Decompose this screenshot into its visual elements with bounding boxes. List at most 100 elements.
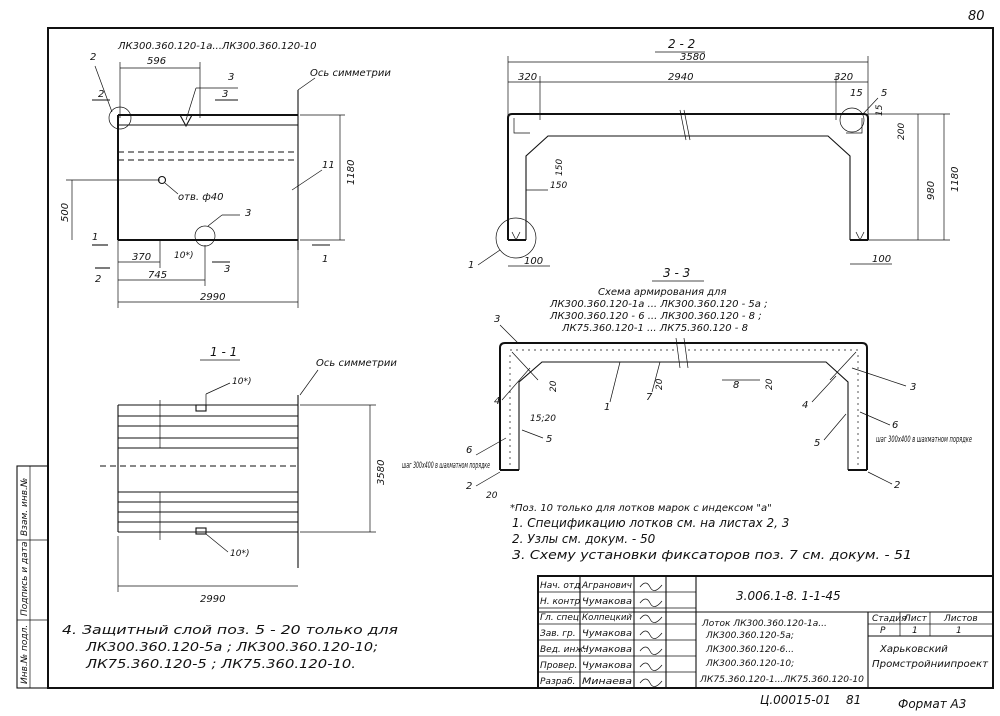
note-4-line3: ЛК75.360.120-5 ; ЛК75.360.120-10. — [85, 657, 356, 671]
title-org-2: Промстройниипроект — [872, 659, 989, 670]
side-stamp-2: Подпись и дата — [20, 541, 30, 616]
note-1: 1. Спецификацию лотков см. на листах 2, … — [512, 516, 789, 530]
title-sheet: 1 — [912, 626, 918, 636]
sec33-title: 3 - 3 — [663, 266, 690, 280]
sec33-heading: Схема армирования для — [598, 287, 726, 298]
plan-mark-3-top: 3 — [228, 72, 234, 83]
signature-mark — [639, 646, 663, 655]
sec22-dim-100-right: 100 — [872, 254, 891, 265]
sec33-mark-2-left: 2 — [466, 481, 472, 492]
sec33-step-left: шаг 300х400 в шахматном порядке — [402, 461, 490, 471]
sec33-mark-4-right: 4 — [802, 400, 808, 411]
section-1-1: 1 - 1 Ось симметрии 10*) 10*) 3580 2990 — [100, 345, 397, 605]
sec33-mark-5-right: 5 — [814, 438, 820, 449]
sec11-mark-10star-bottom: 10*) — [230, 549, 249, 559]
note-2: 2. Узлы см. докум. - 50 — [512, 532, 656, 546]
plan-view: ЛК300.360.120-1а...ЛК300.360.120-10 Ось … — [60, 41, 391, 308]
title-name: Колпецкий — [582, 613, 632, 623]
plan-mark-3-bottom: 3 — [224, 264, 230, 275]
signature-mark — [639, 678, 663, 687]
title-name: Минаева — [582, 677, 632, 687]
sec33-mark-5-left: 5 — [546, 434, 552, 445]
title-role: Нач. отд — [540, 581, 580, 591]
sec22-dim-320-left: 320 — [518, 72, 537, 83]
signature-mark — [639, 614, 663, 623]
title-sheets-header: Листов — [943, 614, 978, 624]
sec11-symmetry-axis: Ось симметрии — [316, 358, 397, 369]
sec22-dim-15-a: 15 — [850, 88, 863, 99]
sec22-dim-15-b: 15 — [875, 104, 885, 116]
sec33-mark-20-b: 20 — [655, 378, 665, 390]
title-desc-5: ЛК75.360.120-1...ЛК75.360.120-10 — [699, 675, 864, 685]
sec33-mark-3-right: 3 — [910, 382, 916, 393]
title-sheets: 1 — [956, 626, 962, 636]
sec11-dim-2990: 2990 — [200, 594, 225, 605]
sec22-dim-150-b: 150 — [550, 181, 567, 191]
title-desc-1: Лоток ЛК300.360.120-1а... — [701, 619, 827, 629]
side-stamp: Инв.№ подл. Подпись и дата Взам. инв.№ — [16, 465, 49, 689]
sec22-dim-1180: 1180 — [950, 167, 961, 192]
title-name: Чумакова — [582, 661, 632, 671]
title-name: Чумакова — [582, 629, 632, 639]
sec22-dim-980: 980 — [926, 181, 937, 200]
sec33-line1: ЛК300.360.120-1а ... ЛК300.360.120 - 5а … — [549, 299, 767, 310]
sec33-mark-7: 7 — [646, 392, 653, 403]
section-2-2: 2 - 2 3580 320 2940 320 5 15 15 200 980 — [468, 37, 961, 271]
sec22-mark-1: 1 — [468, 260, 474, 271]
plan-dim-745: 745 — [148, 270, 167, 281]
plan-dim-2990: 2990 — [200, 292, 225, 303]
sec33-line2: ЛК300.360.120 - 6 ... ЛК300.360.120 - 8 … — [549, 311, 762, 322]
plan-mark-2-lower: 2 — [95, 274, 101, 285]
signature-mark — [639, 598, 663, 607]
sec33-mark-15-20: 15;20 — [530, 414, 556, 424]
title-role: Вед. инж. — [540, 645, 586, 655]
sec11-title: 1 - 1 — [210, 345, 237, 359]
plan-mark-11: 11 — [322, 160, 335, 171]
title-name: Агранович — [581, 581, 632, 591]
title-role: Гл. спец — [540, 613, 579, 623]
sec22-dim-150-a: 150 — [555, 159, 565, 176]
title-role: Разраб. — [540, 677, 575, 687]
sec22-dim-2940: 2940 — [668, 72, 693, 83]
notes: *Поз. 10 только для лотков марок с индек… — [62, 503, 912, 671]
signature-mark — [639, 662, 663, 671]
sec33-mark-20-d: 20 — [486, 491, 498, 501]
plan-dim-1180: 1180 — [346, 160, 357, 185]
footer-code: Ц.00015-01 — [760, 693, 831, 707]
sheet-frame — [47, 27, 994, 689]
sec22-dim-200: 200 — [897, 123, 907, 140]
title-name: Чумакова — [582, 645, 632, 655]
sec33-step-right: шаг 300х400 в шахматном порядке — [876, 435, 972, 445]
plan-symmetry-axis: Ось симметрии — [310, 68, 391, 79]
note-4-line1: 4. Защитный слой поз. 5 - 20 только для — [62, 623, 398, 637]
note-footnote: *Поз. 10 только для лотков марок с индек… — [510, 503, 772, 514]
sec11-dim-3580: 3580 — [376, 460, 387, 485]
plan-mark-1-right: 1 — [322, 254, 328, 265]
plan-hole-label: отв. ф40 — [178, 192, 223, 203]
sec33-mark-3-left: 3 — [494, 314, 500, 325]
plan-mark-3-section: 3 — [222, 89, 228, 100]
sec33-mark-6-right: 6 — [892, 420, 898, 431]
title-role: Н. контр — [540, 597, 581, 607]
title-desc-3: ЛК300.360.120-6... — [705, 645, 794, 655]
signature-mark — [639, 630, 663, 639]
sec11-mark-10star-top: 10*) — [232, 377, 251, 387]
title-desc-2: ЛК300.360.120-5а; — [705, 631, 794, 641]
plan-mark-10star: 10*) — [174, 251, 193, 261]
title-desc-4: ЛК300.360.120-10; — [705, 659, 794, 669]
sec33-mark-2-right: 2 — [894, 480, 900, 491]
plan-dim-370: 370 — [132, 252, 151, 263]
sec22-title: 2 - 2 — [668, 37, 695, 51]
plan-title: ЛК300.360.120-1а...ЛК300.360.120-10 — [117, 41, 316, 52]
sec22-mark-5: 5 — [881, 88, 887, 99]
title-sheet-header: Лист — [903, 614, 928, 624]
title-role: Провер. — [540, 661, 577, 671]
title-doc-code: 3.006.1-8. 1-1-45 — [736, 589, 841, 603]
title-org-1: Харьковский — [879, 644, 948, 655]
sec22-dim-100-left: 100 — [524, 256, 543, 267]
sec33-line3: ЛК75.360.120-1 ... ЛК75.360.120 - 8 — [561, 323, 748, 334]
sec33-mark-8: 8 — [733, 380, 739, 391]
sec33-mark-1: 1 — [604, 402, 610, 413]
